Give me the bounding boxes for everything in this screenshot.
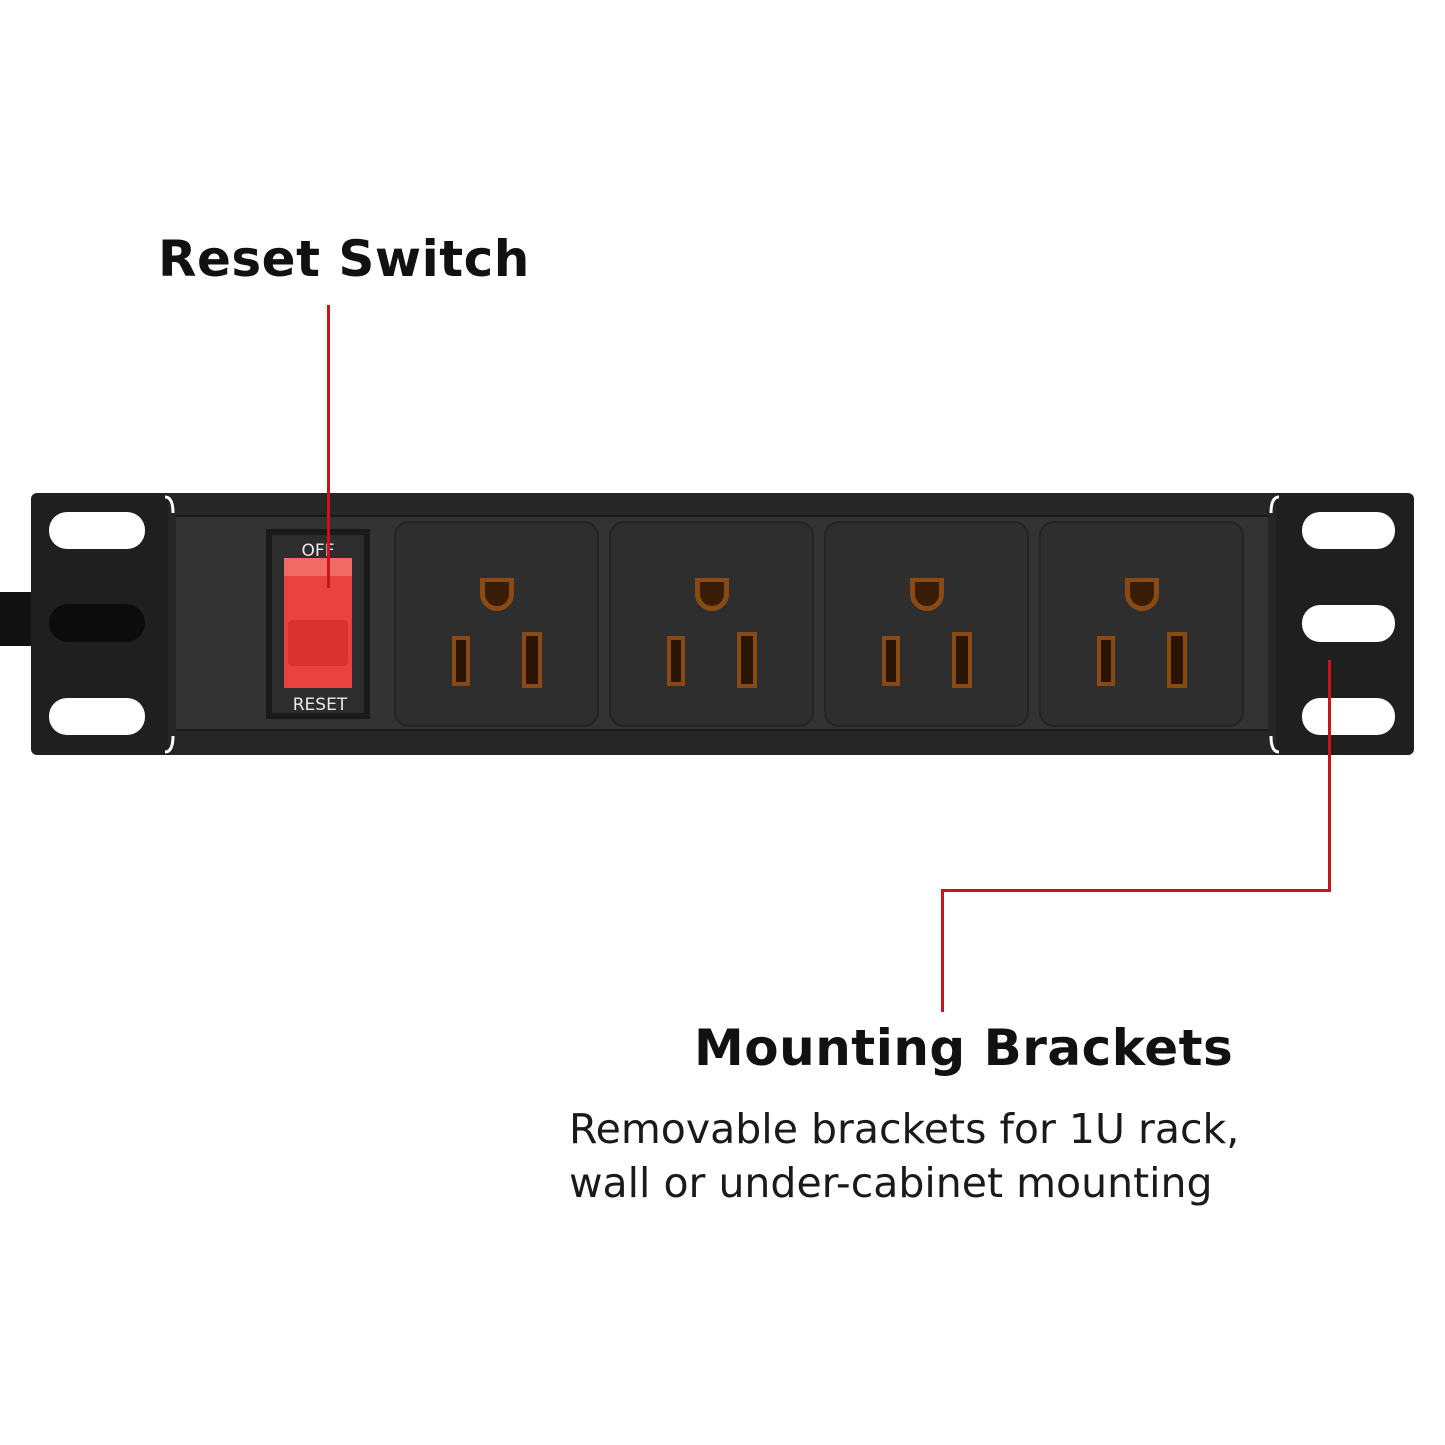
bracket-slot xyxy=(1302,698,1395,735)
cord-grommet xyxy=(49,604,145,642)
bracket-slot xyxy=(49,698,145,735)
bracket-slot xyxy=(1302,605,1395,642)
bracket-slot xyxy=(49,512,145,549)
switch-off-label: OFF xyxy=(302,541,335,561)
mounting-brackets-description: Removable brackets for 1U rack, wall or … xyxy=(569,1102,1239,1210)
left-mounting-bracket xyxy=(31,493,181,755)
switch-reset-label: RESET xyxy=(293,695,348,715)
reset-switch-title: Reset Switch xyxy=(158,230,530,288)
mounting-bracket-callout-line xyxy=(1328,660,1331,892)
outlet xyxy=(609,521,814,727)
mounting-brackets-title: Mounting Brackets xyxy=(694,1019,1234,1077)
reset-switch-callout-line xyxy=(327,305,330,588)
reset-switch[interactable]: OFF RESET xyxy=(266,529,370,719)
right-mounting-bracket xyxy=(1266,493,1414,755)
outlet xyxy=(1039,521,1244,727)
outlet xyxy=(824,521,1029,727)
description-line: wall or under-cabinet mounting xyxy=(569,1159,1213,1207)
bracket-slot xyxy=(1302,512,1395,549)
description-line: Removable brackets for 1U rack, xyxy=(569,1105,1240,1153)
mounting-bracket-callout-line xyxy=(941,889,944,1012)
outlet xyxy=(394,521,599,727)
mounting-bracket-callout-line xyxy=(941,889,1331,892)
